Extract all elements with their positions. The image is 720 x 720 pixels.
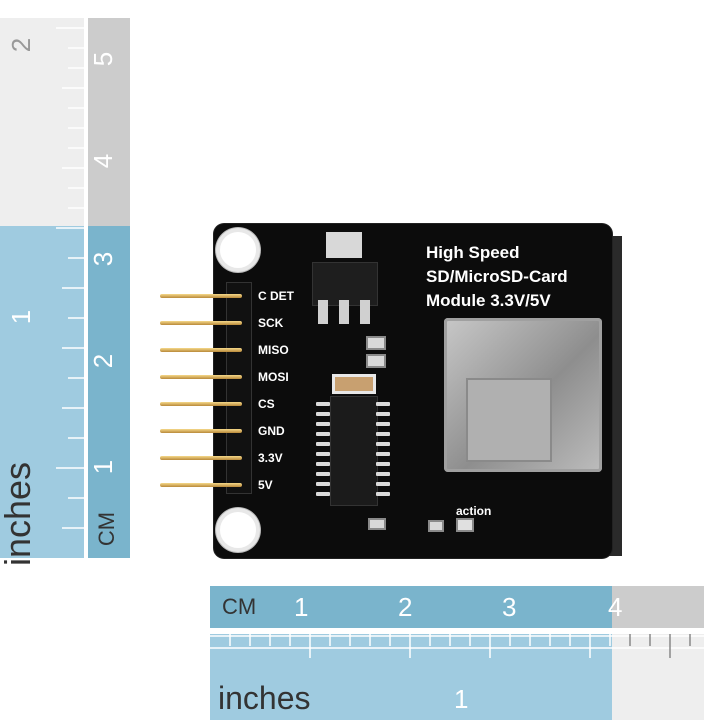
vertical-cm-number-4: 4 xyxy=(88,153,119,169)
header-pin xyxy=(160,321,242,325)
header-pin xyxy=(160,429,242,433)
horizontal-cm-unit-label: CM xyxy=(222,594,257,619)
smd-component xyxy=(368,518,386,530)
vertical-inch-unit-label: inches xyxy=(0,461,39,567)
horizontal-inch-ruler: inches 1 xyxy=(210,634,704,720)
regulator-leg xyxy=(318,300,328,324)
microsd-card-slot xyxy=(444,318,602,472)
header-pin xyxy=(160,294,242,298)
horizontal-cm-number-4: 4 xyxy=(608,592,623,622)
horizontal-cm-number-2: 2 xyxy=(398,592,413,622)
regulator-leg xyxy=(339,300,349,324)
smd-component xyxy=(366,336,386,350)
led-label-action: action xyxy=(456,504,492,518)
board-title-line-3: Module 3.3V/5V xyxy=(426,291,551,310)
horizontal-cm-number-1: 1 xyxy=(294,592,309,622)
vertical-cm-ruler: 5 4 3 2 1 CM xyxy=(88,18,130,558)
vertical-cm-unit-label: CM xyxy=(94,511,120,547)
header-pin xyxy=(160,375,242,379)
status-led xyxy=(456,518,474,532)
level-shifter-ic xyxy=(330,396,378,506)
pin-header-block xyxy=(226,282,252,494)
header-pin xyxy=(160,456,242,460)
horizontal-inch-unit-label: inches xyxy=(218,680,311,716)
horizontal-cm-ruler: CM 1 2 3 4 xyxy=(210,586,704,628)
vertical-inch-ticks xyxy=(56,27,84,529)
vertical-cm-number-1: 1 xyxy=(88,459,119,475)
regulator-tab xyxy=(326,232,362,258)
horizontal-cm-number-3: 3 xyxy=(502,592,517,622)
vertical-inch-number-2: 2 xyxy=(6,37,37,53)
mounting-hole-bottom xyxy=(216,508,260,552)
header-pin xyxy=(160,402,242,406)
pin-label-5v: 5V xyxy=(258,478,273,492)
smd-component xyxy=(366,354,386,368)
pin-label-mosi: MOSI xyxy=(258,370,289,384)
pin-label-3v3: 3.3V xyxy=(258,451,283,465)
pin-label-cdet: C DET xyxy=(258,289,294,303)
horizontal-inch-number-1: 1 xyxy=(454,684,469,714)
capacitor xyxy=(332,374,376,394)
vertical-cm-number-3: 3 xyxy=(88,251,119,267)
vertical-cm-number-5: 5 xyxy=(88,51,119,67)
mounting-hole-top xyxy=(216,228,260,272)
board-title-line-1: High Speed xyxy=(426,243,520,262)
horizontal-inch-ticks xyxy=(210,634,704,658)
pin-label-sck: SCK xyxy=(258,316,284,330)
regulator-leg xyxy=(360,300,370,324)
pin-label-miso: MISO xyxy=(258,343,289,357)
board-title-line-2: SD/MicroSD-Card xyxy=(426,267,568,286)
vertical-cm-number-2: 2 xyxy=(88,353,119,369)
pin-label-cs: CS xyxy=(258,397,275,411)
smd-resistor xyxy=(428,520,444,532)
vertical-inch-number-1: 1 xyxy=(6,309,37,325)
header-pin xyxy=(160,348,242,352)
pin-label-gnd: GND xyxy=(258,424,285,438)
vertical-inch-ruler: 2 1 inches xyxy=(0,18,84,566)
header-pin xyxy=(160,483,242,487)
